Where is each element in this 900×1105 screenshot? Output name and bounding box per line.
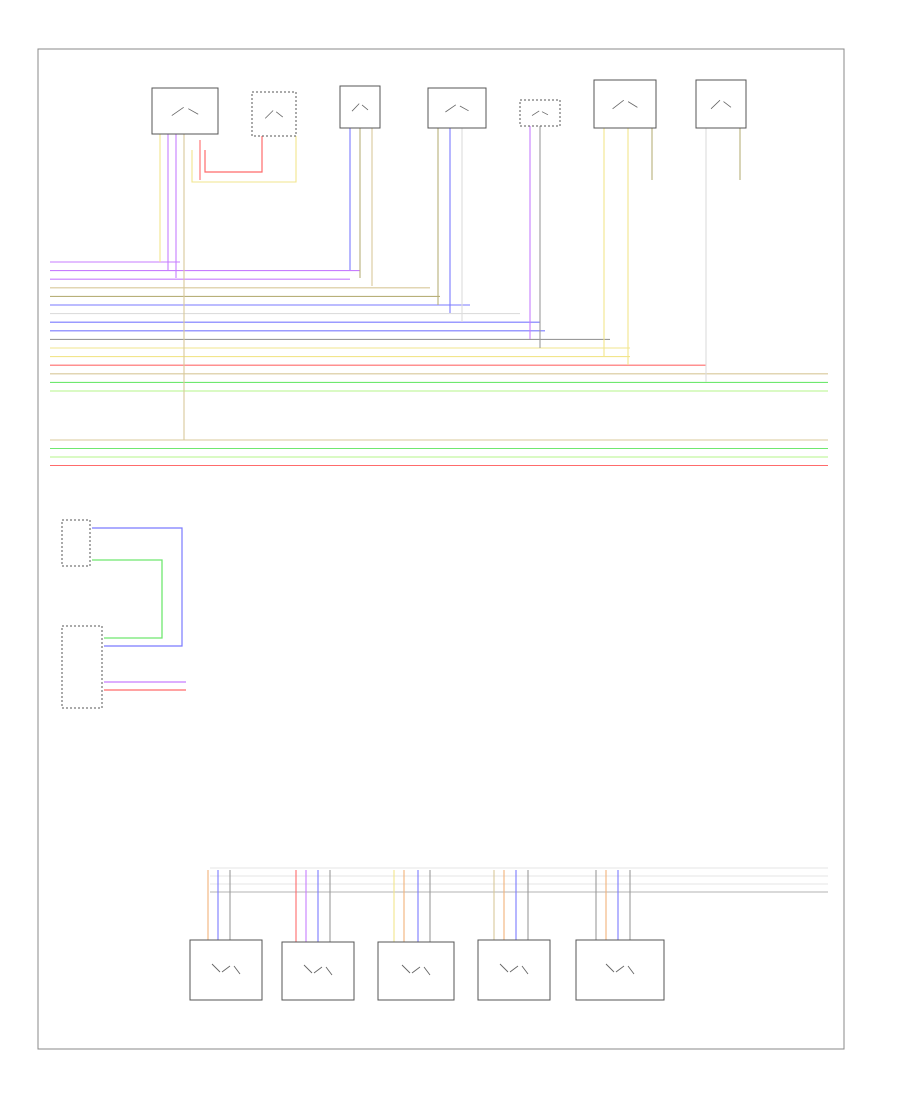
component-box <box>281 941 355 1001</box>
left-loop-blue <box>92 527 183 647</box>
component-box <box>575 939 665 1001</box>
component-c1 <box>151 87 219 135</box>
component-box <box>339 85 381 129</box>
component-box <box>477 939 551 1001</box>
jumper-wire-2 <box>191 136 297 183</box>
component-c5 <box>519 99 561 127</box>
diagram-border <box>37 48 845 1050</box>
component-b2 <box>281 941 355 1001</box>
component-b3 <box>377 941 455 1001</box>
component-left-module <box>61 625 103 709</box>
motor-icon <box>401 964 431 976</box>
component-box <box>377 941 455 1001</box>
motor-icon <box>710 99 732 110</box>
component-b5 <box>575 939 665 1001</box>
switch-icon <box>264 110 284 119</box>
component-box <box>251 91 297 137</box>
component-b1 <box>189 939 263 1001</box>
component-box <box>189 939 263 1001</box>
component-left-sensor <box>61 519 91 567</box>
module-icon <box>445 104 469 113</box>
sensor-icon <box>351 103 369 112</box>
component-box <box>151 87 219 135</box>
component-box <box>593 79 657 129</box>
component-box <box>61 625 103 709</box>
module-icon <box>171 106 199 116</box>
component-box <box>61 519 91 567</box>
motor-icon <box>605 963 635 975</box>
component-box <box>519 99 561 127</box>
component-c7 <box>695 79 747 129</box>
component-c6 <box>593 79 657 129</box>
motor-icon <box>499 963 529 975</box>
left-loop-green <box>92 559 163 639</box>
component-b4 <box>477 939 551 1001</box>
motor-icon <box>303 964 333 976</box>
component-box <box>427 87 487 129</box>
component-c4 <box>427 87 487 129</box>
connector-icon <box>531 110 549 116</box>
components-layer <box>61 79 747 1001</box>
jumper-wire <box>204 136 263 173</box>
wires-layer <box>50 126 828 942</box>
motor-icon <box>612 99 638 110</box>
component-c2 <box>251 91 297 137</box>
motor-icon <box>211 963 241 975</box>
component-box <box>695 79 747 129</box>
component-c3 <box>339 85 381 129</box>
